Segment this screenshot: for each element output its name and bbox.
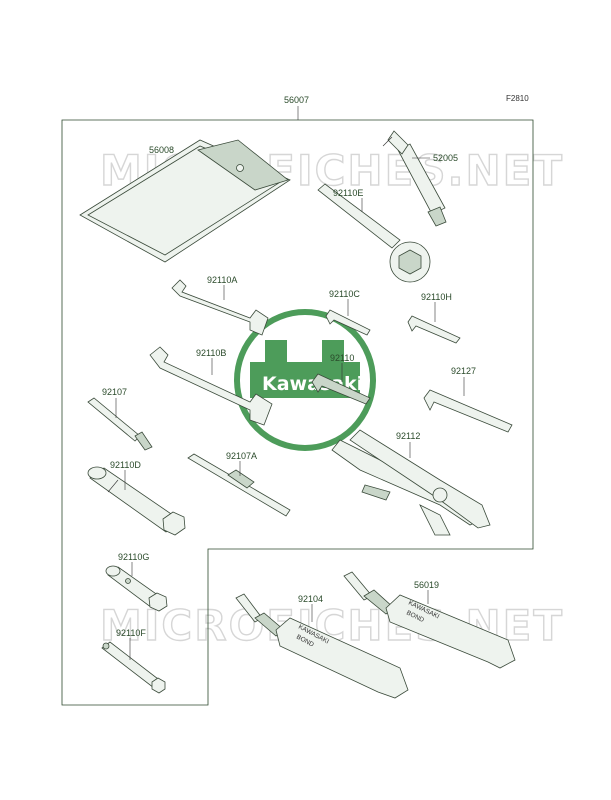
bond-tube-right-part: KAWASAKI BOND [343, 571, 516, 669]
assembly-label: 56007 [284, 95, 309, 105]
open-wrench-b-part [149, 346, 273, 426]
pliers-part [331, 429, 491, 536]
label-52005: 52005 [433, 153, 458, 163]
label-56008: 56008 [149, 145, 174, 155]
socket-f-part [101, 641, 166, 694]
label-92110C: 92110C [329, 289, 360, 299]
label-92110G: 92110G [118, 552, 149, 562]
screwdriver-bit-part [87, 397, 153, 451]
hex-key-h-part [407, 315, 461, 344]
label-92127: 92127 [451, 366, 476, 376]
label-92107A: 92107A [226, 451, 257, 461]
figure-id: F2810 [506, 94, 529, 103]
screwdriver-handle-part [382, 130, 447, 227]
label-56019: 56019 [414, 580, 439, 590]
bond-tube-left-part: KAWASAKI BOND [235, 593, 409, 699]
label-92110E: 92110E [333, 188, 363, 198]
label-92112: 92112 [396, 431, 420, 441]
screwdriver-a-part [187, 453, 291, 517]
socket-wrench-g-part [105, 565, 168, 612]
label-92104: 92104 [298, 594, 323, 604]
box-wrench-part [317, 183, 431, 283]
hex-key-part [311, 373, 371, 405]
label-92110: 92110 [330, 353, 354, 363]
assembly-outline [61, 119, 534, 706]
label-92107: 92107 [102, 387, 127, 397]
hex-key-large-part [423, 389, 513, 433]
label-92110A: 92110A [207, 275, 237, 285]
hex-key-c-part [325, 309, 371, 336]
label-92110B: 92110B [196, 348, 226, 358]
spark-plug-socket-part [87, 466, 186, 536]
label-92110H: 92110H [421, 292, 452, 302]
label-92110D: 92110D [110, 460, 141, 470]
pouch-part [79, 139, 291, 263]
open-wrench-a-part [171, 279, 269, 336]
label-92110F: 92110F [116, 628, 146, 638]
